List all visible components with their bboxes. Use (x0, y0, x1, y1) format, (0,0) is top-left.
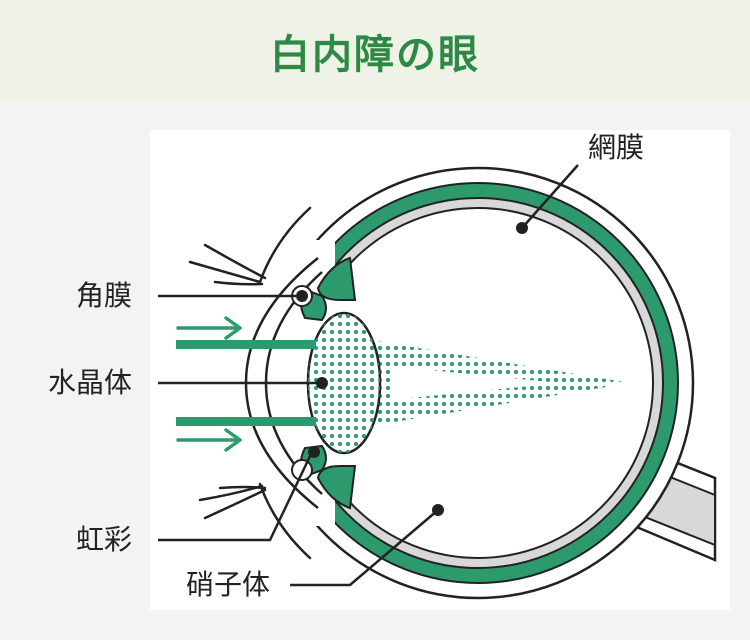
leader-retina (521, 164, 579, 229)
eyelids (188, 206, 312, 560)
cornea-bulb-bottom (291, 459, 313, 481)
label-lens: 水晶体 (48, 366, 133, 399)
leader-lines (158, 164, 579, 587)
arrow-bottom-icon (176, 428, 242, 452)
light-beam-top (176, 340, 316, 349)
light-scatter (370, 340, 630, 426)
leader-iris (158, 451, 314, 542)
header-banner: 白内障の眼 (0, 0, 750, 100)
light-beam-bottom (176, 417, 316, 426)
leader-vitreous (290, 509, 439, 587)
page-title: 白内障の眼 (270, 32, 480, 78)
label-cornea: 角膜 (76, 279, 133, 312)
light-arrows (176, 316, 316, 452)
label-iris: 虹彩 (76, 523, 133, 556)
label-retina: 網膜 (588, 131, 645, 164)
label-vitreous: 硝子体 (186, 568, 271, 601)
leader-dots (296, 222, 528, 516)
arrow-top-icon (176, 316, 242, 340)
lens (306, 311, 382, 455)
